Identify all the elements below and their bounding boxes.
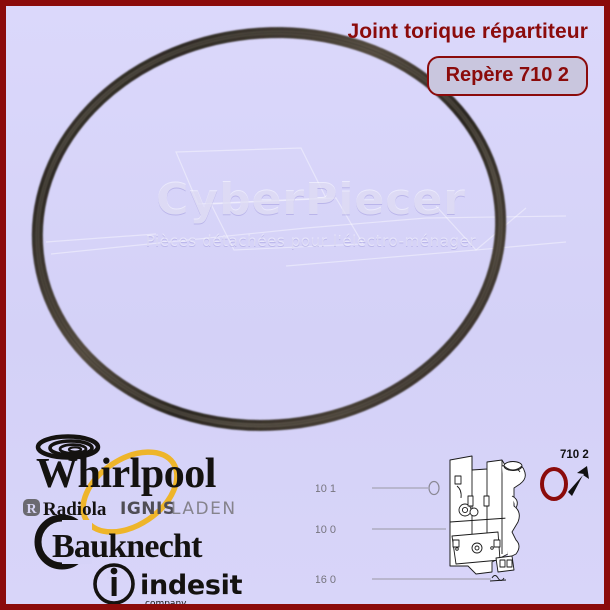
diagram-label-710-0: 710 0	[316, 524, 336, 536]
whirlpool-spiral-icon	[35, 434, 101, 460]
parts-diagram: 710 1 710 0 616 0	[316, 449, 589, 586]
diagram-arrow-icon	[568, 466, 589, 496]
radiola-mark-letter: R	[27, 502, 38, 517]
brand-ignis: IGNIS	[120, 499, 176, 519]
radiola-mark-icon: R	[23, 499, 40, 517]
brand-logos: Whirlpool R Radiola IGNIS LADEN Bauknech…	[23, 434, 243, 609]
oring-body	[31, 27, 507, 431]
dispenser-housing-drawing	[449, 455, 526, 575]
title-zone: Joint torique répartiteur Repère 710 2	[347, 20, 588, 96]
brand-indesit-company: company	[145, 599, 187, 609]
brand-laden: LADEN	[171, 499, 237, 519]
reference-badge: Repère 710 2	[426, 56, 588, 96]
brand-bauknecht: Bauknecht	[52, 528, 203, 565]
brand-indesit: indesit	[140, 570, 243, 601]
brand-whirlpool: Whirlpool	[36, 451, 216, 497]
product-photo-oring	[31, 27, 507, 431]
diagram-label-710-2: 710 2	[560, 449, 589, 461]
diagram-clip-icon	[489, 575, 507, 582]
leader-lines	[372, 487, 491, 580]
diagram-small-oring-icon	[428, 480, 440, 496]
page-title: Joint torique répartiteur	[347, 20, 588, 43]
diagram-label-616-0: 616 0	[316, 574, 336, 586]
bauknecht-circle-icon	[34, 514, 92, 570]
indesit-i-icon	[93, 563, 135, 604]
diagram-label-710-1: 710 1	[316, 483, 336, 495]
diagram-highlight-oring-icon	[540, 467, 568, 501]
